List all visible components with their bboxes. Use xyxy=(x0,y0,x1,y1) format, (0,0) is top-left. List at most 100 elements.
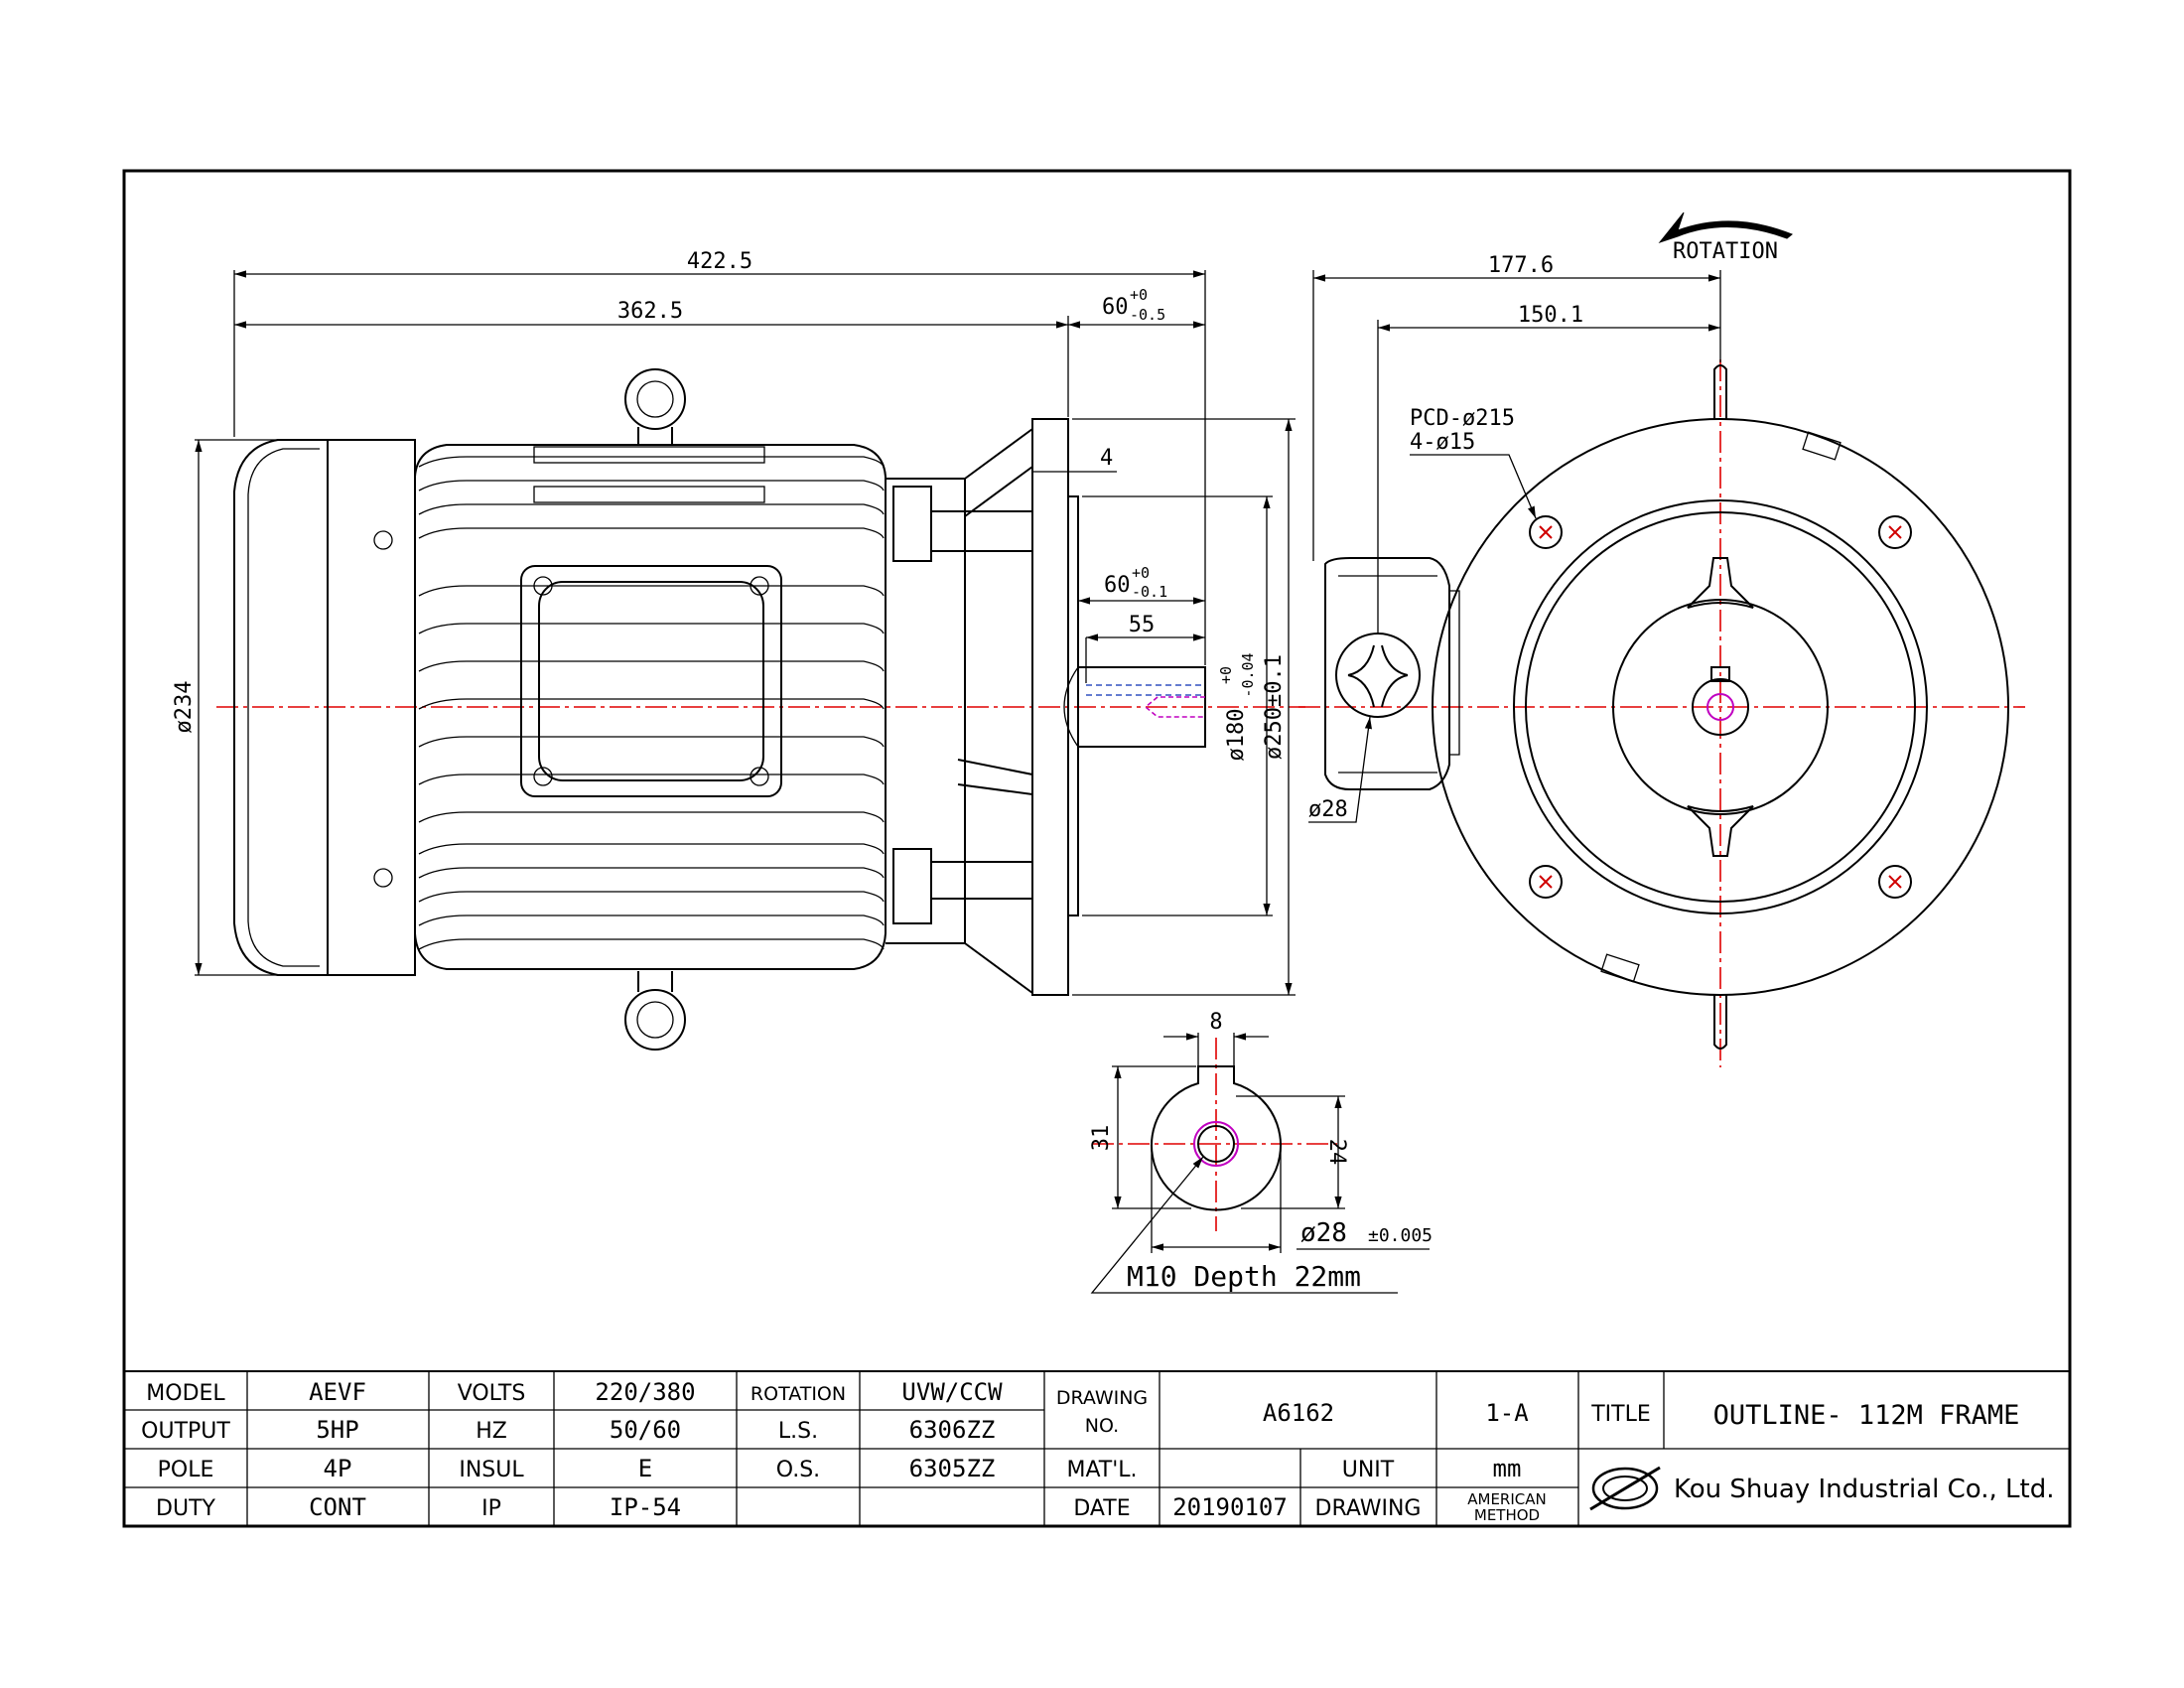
end-rib-top xyxy=(1687,557,1754,609)
dim-shaft-dia-tol: ±0.005 xyxy=(1368,1225,1433,1246)
lifting-eye-bottom-hole xyxy=(636,1001,674,1039)
cooling-fin xyxy=(418,527,885,539)
end-rib-bottom xyxy=(1687,805,1754,857)
shaft-key xyxy=(1710,666,1730,682)
side-terminal-box-joint xyxy=(1449,590,1460,756)
tb-hz-label: HZ xyxy=(476,1419,507,1444)
cooling-fin xyxy=(418,456,885,468)
ext-key-height xyxy=(1112,1065,1196,1209)
rotation-label: ROTATION xyxy=(1673,239,1778,264)
tb-duty: CONT xyxy=(309,1493,366,1521)
ext-end-view xyxy=(1312,270,1721,633)
flange-slot-top xyxy=(1802,431,1842,461)
tb-output: 5HP xyxy=(316,1416,358,1444)
cooling-fin xyxy=(418,867,885,879)
terminal-box-screw-tr xyxy=(750,576,769,596)
tb-date: 20190107 xyxy=(1172,1493,1288,1521)
leader-thread xyxy=(1090,1156,1398,1294)
end-shield-boss-bottom xyxy=(892,848,932,924)
cooling-fins xyxy=(418,456,885,950)
tb-company: Kou Shuay Industrial Co., Ltd. xyxy=(1674,1475,2055,1504)
side-terminal-box xyxy=(1324,557,1450,790)
mounting-hole-br xyxy=(1878,865,1912,899)
cooling-fin xyxy=(418,585,885,597)
fan-cover xyxy=(233,439,329,976)
shaft-section-view: 8 31 24 ø28 ±0.005 M10 Depth 22mm xyxy=(1089,1010,1433,1294)
shaft-section-outline xyxy=(1151,1065,1282,1211)
dim-flange-gap: 4 xyxy=(1100,446,1113,471)
flange-braces xyxy=(957,428,1033,994)
fan-cover-screw-top xyxy=(373,530,393,550)
dim-cable-dia: ø28 xyxy=(1308,797,1348,822)
cooling-fin xyxy=(418,843,885,855)
end-view-dimensions: 177.6 150.1 PCD-ø215 4-ø15 ø28 ROTATION xyxy=(1308,211,1793,823)
mounting-hole-tl xyxy=(1529,515,1563,549)
leader-holes xyxy=(1410,454,1537,519)
shaft-keyway-hidden xyxy=(1086,684,1205,696)
dim-shaft-len-up: +0 xyxy=(1132,564,1150,582)
end-shield-ribs xyxy=(931,510,1032,900)
tb-title-label: TITLE xyxy=(1590,1402,1651,1427)
ext-body-dia xyxy=(195,439,324,976)
tb-title: OUTLINE- 112M FRAME xyxy=(1713,1400,2020,1431)
cooling-fin xyxy=(418,811,885,823)
end-shield-circle xyxy=(1612,599,1829,815)
tb-revision: 1-A xyxy=(1485,1399,1529,1427)
lifting-eye-top-hole xyxy=(636,380,674,418)
tb-insul: E xyxy=(638,1455,652,1482)
dim-shaft-len-low: -0.1 xyxy=(1132,583,1167,601)
cable-gland-cross xyxy=(1347,644,1409,708)
motor-frame xyxy=(414,444,887,970)
tb-hz: 50/60 xyxy=(610,1416,681,1444)
ext-shaft-flat xyxy=(1236,1095,1345,1209)
dim-side-width: 177.6 xyxy=(1488,253,1554,278)
tb-date-label: DATE xyxy=(1073,1496,1130,1521)
shaft-thread-circle xyxy=(1706,693,1734,721)
tb-volts: 220/380 xyxy=(595,1378,695,1406)
cooling-fin xyxy=(418,503,885,515)
tb-drawing-no-label-2: NO. xyxy=(1085,1415,1119,1437)
tb-ls: 6306ZZ xyxy=(909,1416,996,1444)
cooling-fin xyxy=(418,891,885,903)
tb-method-1: AMERICAN xyxy=(1467,1490,1546,1508)
tb-os-label: O.S. xyxy=(776,1458,820,1482)
tb-ip-label: IP xyxy=(481,1496,501,1521)
lifting-eye-top-ring xyxy=(624,368,686,430)
dim-holes: 4-ø15 xyxy=(1410,430,1475,455)
dim-shaft-ext-low: -0.5 xyxy=(1130,306,1165,324)
body-circle xyxy=(1513,499,1928,914)
tb-os: 6305ZZ xyxy=(909,1455,996,1482)
tb-insul-label: INSUL xyxy=(459,1458,524,1482)
extension-lines-top xyxy=(233,270,1206,665)
tb-ls-label: L.S. xyxy=(778,1419,818,1444)
cooling-fin xyxy=(418,623,885,634)
end-shield xyxy=(886,478,966,944)
tb-model: AEVF xyxy=(309,1378,366,1406)
dim-thread: M10 Depth 22mm xyxy=(1127,1260,1361,1293)
motor-side-view xyxy=(216,368,1305,1051)
dim-key-len: 55 xyxy=(1129,613,1156,637)
side-view-dimensions: 422.5 362.5 60 +0 -0.5 4 60 +0 -0.1 55 ø… xyxy=(172,249,1296,996)
motor-end-view xyxy=(1298,359,2025,1067)
dim-overall-length: 422.5 xyxy=(687,249,752,274)
terminal-box-screw-br xyxy=(750,767,769,786)
tb-unit: mm xyxy=(1493,1455,1522,1482)
dim-shaft-ext: 60 xyxy=(1102,295,1129,320)
end-shield-boss-top xyxy=(892,486,932,562)
cooling-fin xyxy=(418,660,885,672)
dim-spigot-up: +0 xyxy=(1217,666,1235,684)
terminal-box-lid xyxy=(538,581,764,781)
lifting-eye-bottom-neck xyxy=(637,971,673,992)
dim-shaft-dia: ø28 xyxy=(1300,1218,1347,1248)
cooling-fin xyxy=(418,698,885,710)
eye-tab-bottom xyxy=(1713,994,1727,1050)
terminal-box-screw-tl xyxy=(533,576,553,596)
cooling-fin xyxy=(418,480,885,492)
eye-tab-top xyxy=(1713,364,1727,420)
shaft xyxy=(1077,666,1206,748)
dim-key-width: 8 xyxy=(1209,1010,1222,1035)
flange-spigot xyxy=(1067,495,1079,916)
shaft-collar xyxy=(1063,666,1079,748)
cooling-fin xyxy=(418,938,885,950)
